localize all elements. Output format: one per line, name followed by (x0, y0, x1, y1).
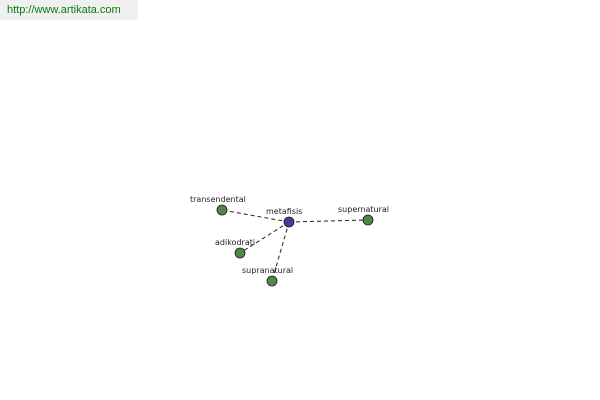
node-label-supernatural[interactable]: supernatural (338, 205, 389, 214)
node-dot-supernatural[interactable] (362, 214, 374, 226)
edge-metafisis-supranatural (271, 221, 290, 282)
node-dot-transendental[interactable] (216, 204, 228, 216)
node-dot-adikodrati[interactable] (234, 247, 246, 259)
node-label-adikodrati[interactable]: adikodrati (215, 238, 255, 247)
center-node-metafisis[interactable] (283, 216, 295, 228)
node-transendental[interactable]: transendental (190, 195, 246, 216)
node-metafisis[interactable]: metafisis (266, 207, 302, 228)
node-label-supranatural[interactable]: supranatural (242, 266, 293, 275)
node-supernatural[interactable]: supernatural (338, 205, 389, 226)
edge-metafisis-supernatural (288, 219, 369, 223)
node-supranatural[interactable]: supranatural (242, 266, 293, 287)
node-label-metafisis[interactable]: metafisis (266, 207, 302, 216)
node-label-transendental[interactable]: transendental (190, 195, 246, 204)
source-url[interactable]: http://www.artikata.com (0, 0, 138, 20)
node-dot-supranatural[interactable] (266, 275, 278, 287)
edge-metafisis-transendental (221, 209, 290, 223)
edge-metafisis-adikodrati (239, 221, 290, 254)
node-adikodrati[interactable]: adikodrati (215, 238, 255, 259)
